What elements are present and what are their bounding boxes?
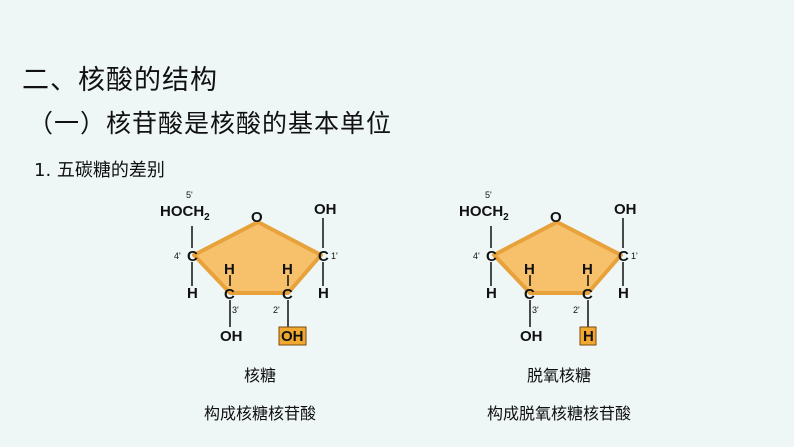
deoxyribose-c5-label: 5' xyxy=(485,190,492,200)
deoxyribose-hoch2: HOCH2 xyxy=(459,203,509,223)
ribose-c2-num: 2' xyxy=(273,305,280,315)
deoxyribose-c3: C xyxy=(524,286,535,303)
ribose-c2: C xyxy=(282,286,293,303)
ribose-c1-h: H xyxy=(318,285,329,302)
ribose-c2-h: H xyxy=(282,261,293,278)
ribose-caption: 核糖 xyxy=(243,366,276,385)
deoxyribose-c4-h: H xyxy=(486,285,497,302)
ribose-c2-oh: OH xyxy=(281,328,304,345)
ribose-c1-oh: OH xyxy=(314,201,337,218)
ribose-ring xyxy=(192,220,323,295)
deoxyribose-c3-num: 3' xyxy=(532,305,539,315)
deoxyribose-c1-h: H xyxy=(618,285,629,302)
ribose-c5-label: 5' xyxy=(186,190,193,200)
deoxyribose-c2-num: 2' xyxy=(573,305,580,315)
deoxyribose-c1-num: 1' xyxy=(631,251,638,261)
deoxyribose-c4-num: 4' xyxy=(473,251,480,261)
deoxyribose-c3-h: H xyxy=(524,261,535,278)
ribose-hoch2: HOCH2 xyxy=(160,203,210,223)
ribose-oh-highlight xyxy=(278,326,307,346)
deoxyribose-structure: 5' HOCH2 O OH 4' C C 1' H H H H C 3' C 2… xyxy=(459,190,638,346)
ribose-c3: C xyxy=(224,286,235,303)
ribose-sub-caption: 构成核糖核苷酸 xyxy=(203,404,316,423)
deoxyribose-ring-oxygen: O xyxy=(550,209,562,226)
deoxyribose-ring xyxy=(492,220,623,295)
deoxyribose-h-highlight xyxy=(579,326,597,346)
deoxyribose-sub-caption: 构成脱氧核糖核苷酸 xyxy=(486,404,631,423)
ribose-ring-oxygen: O xyxy=(251,209,263,226)
ribose-c3-h: H xyxy=(224,261,235,278)
page-title: 二、核酸的结构 xyxy=(22,65,218,96)
section-heading: 1. 五碳糖的差别 xyxy=(34,160,165,181)
deoxyribose-bonds xyxy=(490,218,624,327)
deoxyribose-c1-oh: OH xyxy=(614,201,637,218)
deoxyribose-caption: 脱氧核糖 xyxy=(526,366,591,385)
deoxyribose-c3-oh: OH xyxy=(520,328,543,345)
deoxyribose-c4: C xyxy=(486,248,497,265)
deoxyribose-c2: C xyxy=(582,286,593,303)
ribose-c4: C xyxy=(187,248,198,265)
ribose-structure: 5' HOCH2 O OH 4' C C 1' H H H H C 3' C 2… xyxy=(160,190,338,346)
ribose-bonds xyxy=(191,218,324,327)
page-subtitle: （一）核苷酸是核酸的基本单位 xyxy=(28,109,393,138)
ribose-c3-num: 3' xyxy=(232,305,239,315)
deoxyribose-c1: C xyxy=(618,248,629,265)
ribose-c4-num: 4' xyxy=(174,251,181,261)
ribose-c1: C xyxy=(318,248,329,265)
deoxyribose-c2-h: H xyxy=(582,261,593,278)
ribose-c1-num: 1' xyxy=(331,251,338,261)
ribose-c4-h: H xyxy=(187,285,198,302)
ribose-c3-oh: OH xyxy=(220,328,243,345)
deoxyribose-c2-h-group: H xyxy=(583,328,594,345)
